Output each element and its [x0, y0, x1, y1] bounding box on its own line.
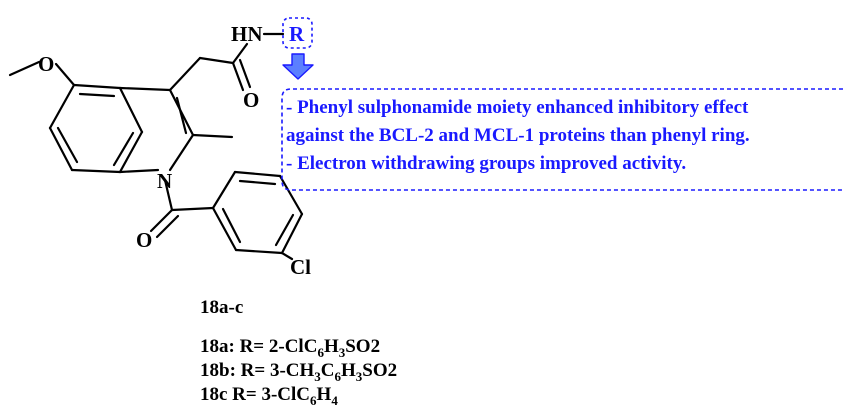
r-group-dashed-box	[282, 17, 313, 49]
formula-part: H	[341, 360, 356, 381]
r-group: R	[282, 17, 313, 49]
compound-18a: 18a: R= 2-ClC6H3SO2	[200, 336, 380, 360]
formula-subscript: 3	[356, 369, 363, 384]
formula-subscript: 3	[339, 345, 346, 360]
amine-label: HN	[231, 22, 263, 46]
formula-part: SO2	[362, 360, 397, 381]
formula-subscript: 4	[331, 393, 338, 408]
formula-subscript: 3	[314, 369, 321, 384]
atom-labels: O N O HN O Cl	[38, 22, 311, 279]
ether-oxygen-label: O	[38, 52, 54, 76]
formula-part: 2-ClC	[269, 336, 318, 357]
annotation-line-2: against the BCL-2 and MCL-1 proteins tha…	[286, 125, 750, 146]
compound-id: 18a: R=	[200, 336, 269, 357]
r-group-label: R	[289, 22, 305, 46]
ring-nitrogen-label: N	[157, 169, 172, 193]
series-label: 18a-c	[200, 297, 243, 318]
formula-part: C	[321, 360, 335, 381]
bonds	[8, 32, 304, 261]
annotation-dashed-border	[281, 88, 843, 191]
annotation-box: - Phenyl sulphonamide moiety enhanced in…	[281, 88, 843, 191]
compound-id: 18b: R=	[200, 360, 270, 381]
annotation-line-1: - Phenyl sulphonamide moiety enhanced in…	[286, 97, 749, 118]
formula-subscript: 6	[317, 345, 324, 360]
benzoyl-oxygen-label: O	[136, 228, 152, 252]
amide-oxygen-label: O	[243, 88, 259, 112]
down-arrow-icon	[282, 53, 314, 80]
formula-part: 3-CH	[270, 360, 315, 381]
formula-part: H	[317, 384, 332, 405]
compound-id: 18c R=	[200, 384, 261, 405]
compound-18b: 18b: R= 3-CH3C6H3SO2	[200, 360, 397, 384]
annotation-line-3: - Electron withdrawing groups improved a…	[286, 153, 686, 174]
chlorine-label: Cl	[290, 255, 311, 279]
formula-part: 3-ClC	[261, 384, 310, 405]
formula-subscript: 6	[310, 393, 317, 408]
formula-part: H	[324, 336, 339, 357]
formula-subscript: 6	[335, 369, 342, 384]
compound-18c: 18c R= 3-ClC6H4	[200, 384, 338, 408]
formula-part: SO2	[345, 336, 380, 357]
